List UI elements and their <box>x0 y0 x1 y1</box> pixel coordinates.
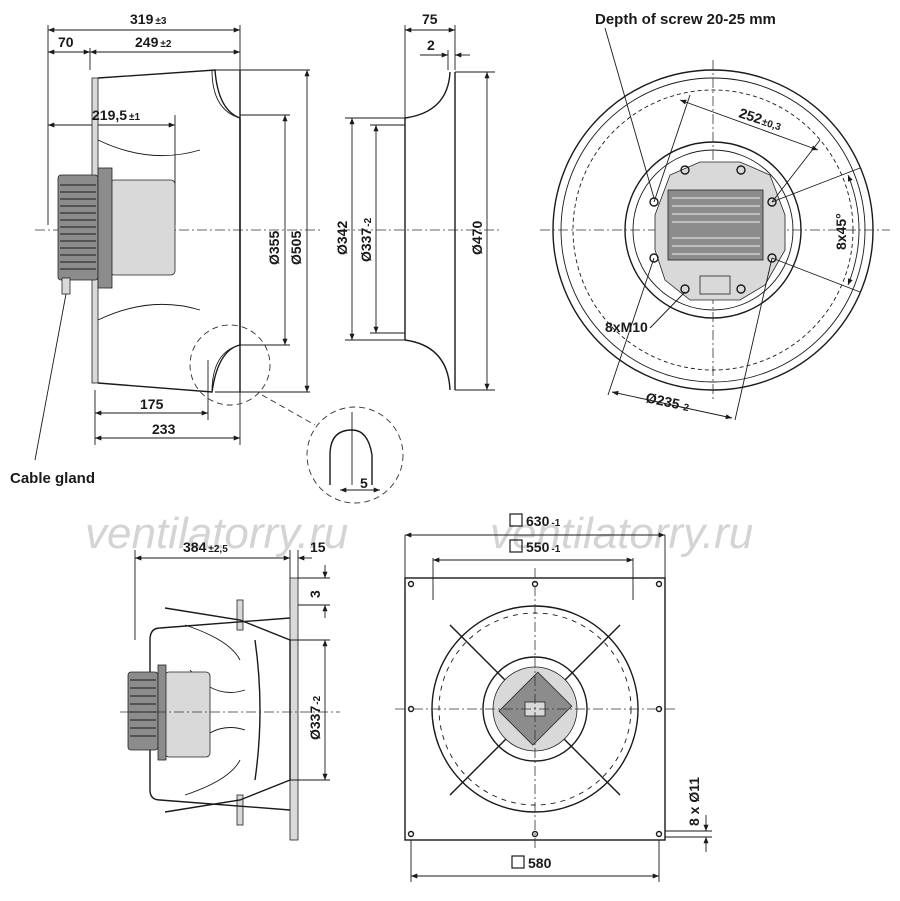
dim-384: 384±2,5 <box>183 539 228 555</box>
dim-219-5: 219,5±1 <box>92 107 141 123</box>
cable-gland-label: Cable gland <box>10 470 95 487</box>
dia-235: Ø235-2 <box>644 389 691 414</box>
sq-550: 550-1 <box>526 539 561 555</box>
front-view: Depth of screw 20-25 mm 252±0,3 8x45° 8x… <box>540 11 890 421</box>
mounted-front-view: 630-1 550-1 580 8 x Ø11 <box>395 513 712 882</box>
dim-3: 3 <box>307 590 323 598</box>
sq-580: 580 <box>528 855 552 871</box>
mounted-side-view: 384±2,5 15 3 Ø337-2 <box>120 539 340 841</box>
dim-233: 233 <box>152 421 176 437</box>
dia-337-mounted: Ø337-2 <box>307 695 323 740</box>
dim-249: 249±2 <box>135 34 172 50</box>
dim-175: 175 <box>140 396 164 412</box>
square-symbol-icon <box>511 855 525 869</box>
dia-470: Ø470 <box>469 221 485 255</box>
dim-75: 75 <box>422 11 438 27</box>
screw-depth-note: Depth of screw 20-25 mm <box>595 11 776 28</box>
dia-337: Ø337-2 <box>358 217 374 262</box>
thread-8xM10: 8xM10 <box>605 319 648 335</box>
inlet-ring-view: 75 2 Ø342 Ø337-2 Ø470 <box>334 11 500 391</box>
watermark-left: ventilatorry.ru <box>85 509 348 558</box>
holes-8xd11: 8 x Ø11 <box>686 777 702 826</box>
dim-2: 2 <box>427 37 435 53</box>
dia-355: Ø355 <box>266 231 282 265</box>
dim-15: 15 <box>310 539 326 555</box>
dia-505: Ø505 <box>288 231 304 265</box>
square-symbol-icon <box>509 513 523 527</box>
dim-70: 70 <box>58 34 74 50</box>
angle-8x45: 8x45° <box>833 213 849 250</box>
side-view: 319±3 70 249±2 219,5±1 175 233 Ø355 Ø505… <box>10 11 404 504</box>
sq-630: 630-1 <box>526 513 561 529</box>
dim-319: 319±3 <box>130 11 167 27</box>
dia-342: Ø342 <box>334 221 350 255</box>
detail-dim-5: 5 <box>360 475 368 491</box>
square-symbol-icon <box>509 539 523 553</box>
